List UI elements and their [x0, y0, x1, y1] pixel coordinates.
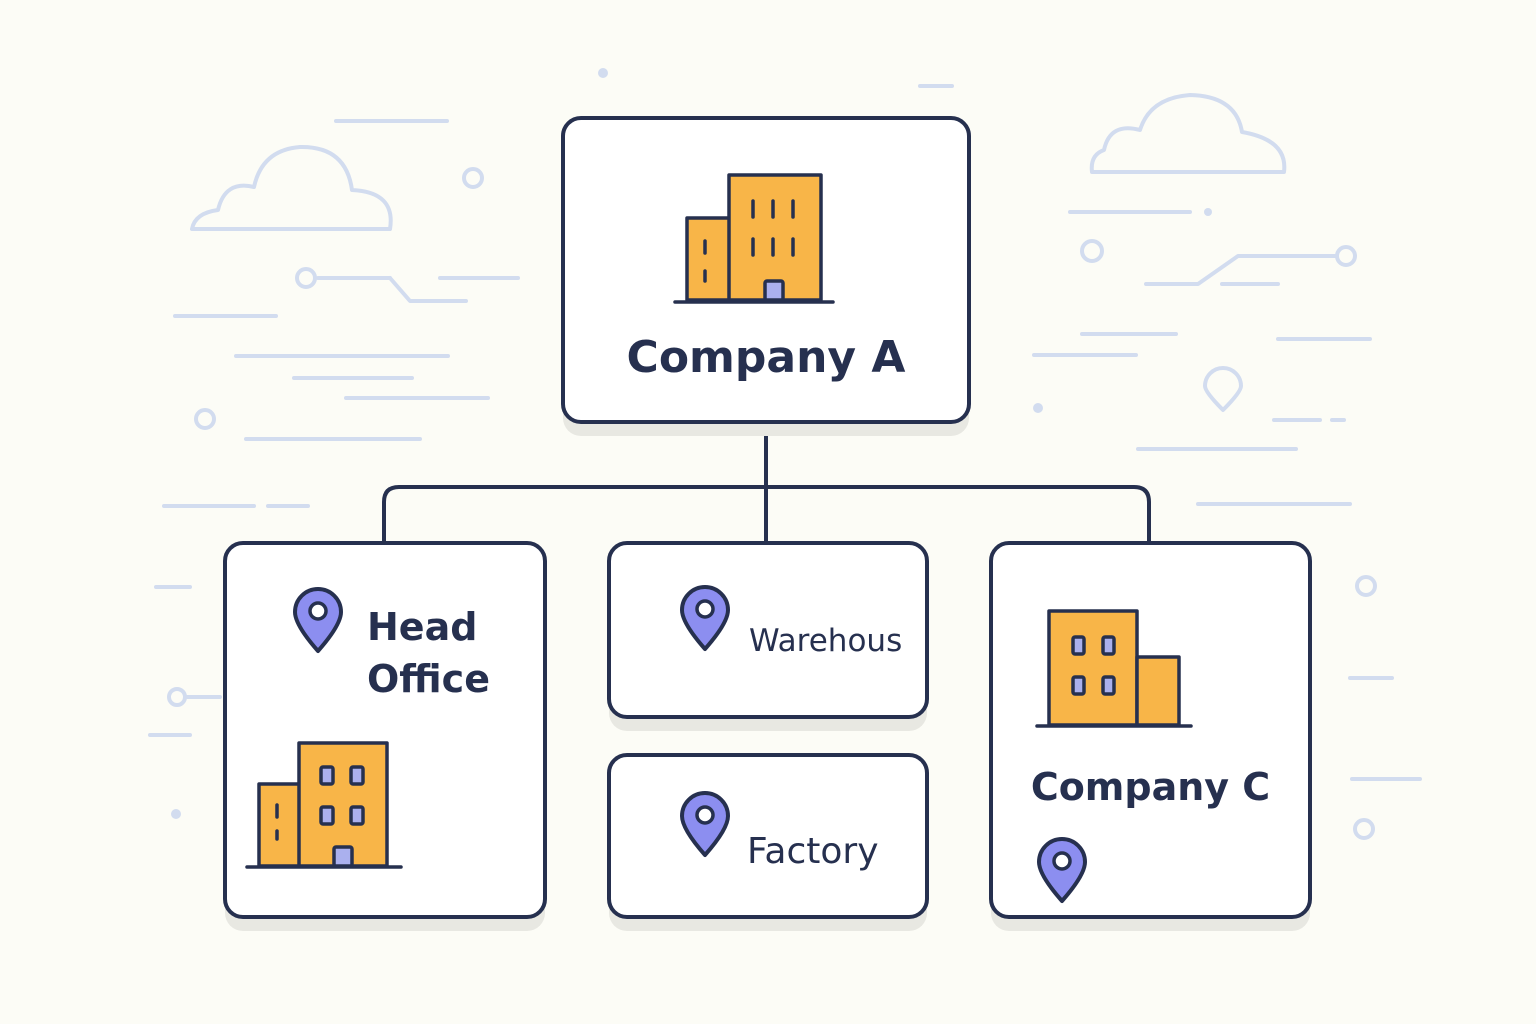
location-pin-icon [680, 791, 730, 857]
office-building-icon [673, 173, 835, 304]
node-factory-label: Factory [747, 831, 879, 872]
node-head-office-label-line2: Office [367, 657, 490, 701]
location-pin-icon [1037, 837, 1087, 903]
office-building-icon [245, 741, 403, 869]
location-pin-icon [1203, 366, 1243, 412]
location-pin-icon [680, 585, 730, 651]
cloud-icon [190, 144, 393, 231]
node-company-c[interactable]: Company C [989, 541, 1312, 919]
node-factory[interactable]: Factory [607, 753, 929, 919]
location-pin-icon [293, 587, 343, 653]
node-warehouse-label: Warehous [749, 623, 903, 659]
node-company-a-label: Company A [626, 332, 906, 383]
node-head-office[interactable]: Head Office [223, 541, 547, 919]
dash-lines [1032, 210, 1422, 781]
node-warehouse[interactable]: Warehous [607, 541, 929, 719]
cloud-icon [1089, 93, 1287, 174]
circuit-line [1144, 254, 1338, 286]
dash-lines [148, 84, 954, 737]
connector-branch [382, 485, 1151, 542]
office-building-icon [1035, 609, 1193, 728]
node-company-c-label: Company C [1030, 765, 1271, 809]
node-company-a[interactable]: Company A [561, 116, 971, 424]
node-head-office-label-line1: Head [367, 605, 478, 649]
